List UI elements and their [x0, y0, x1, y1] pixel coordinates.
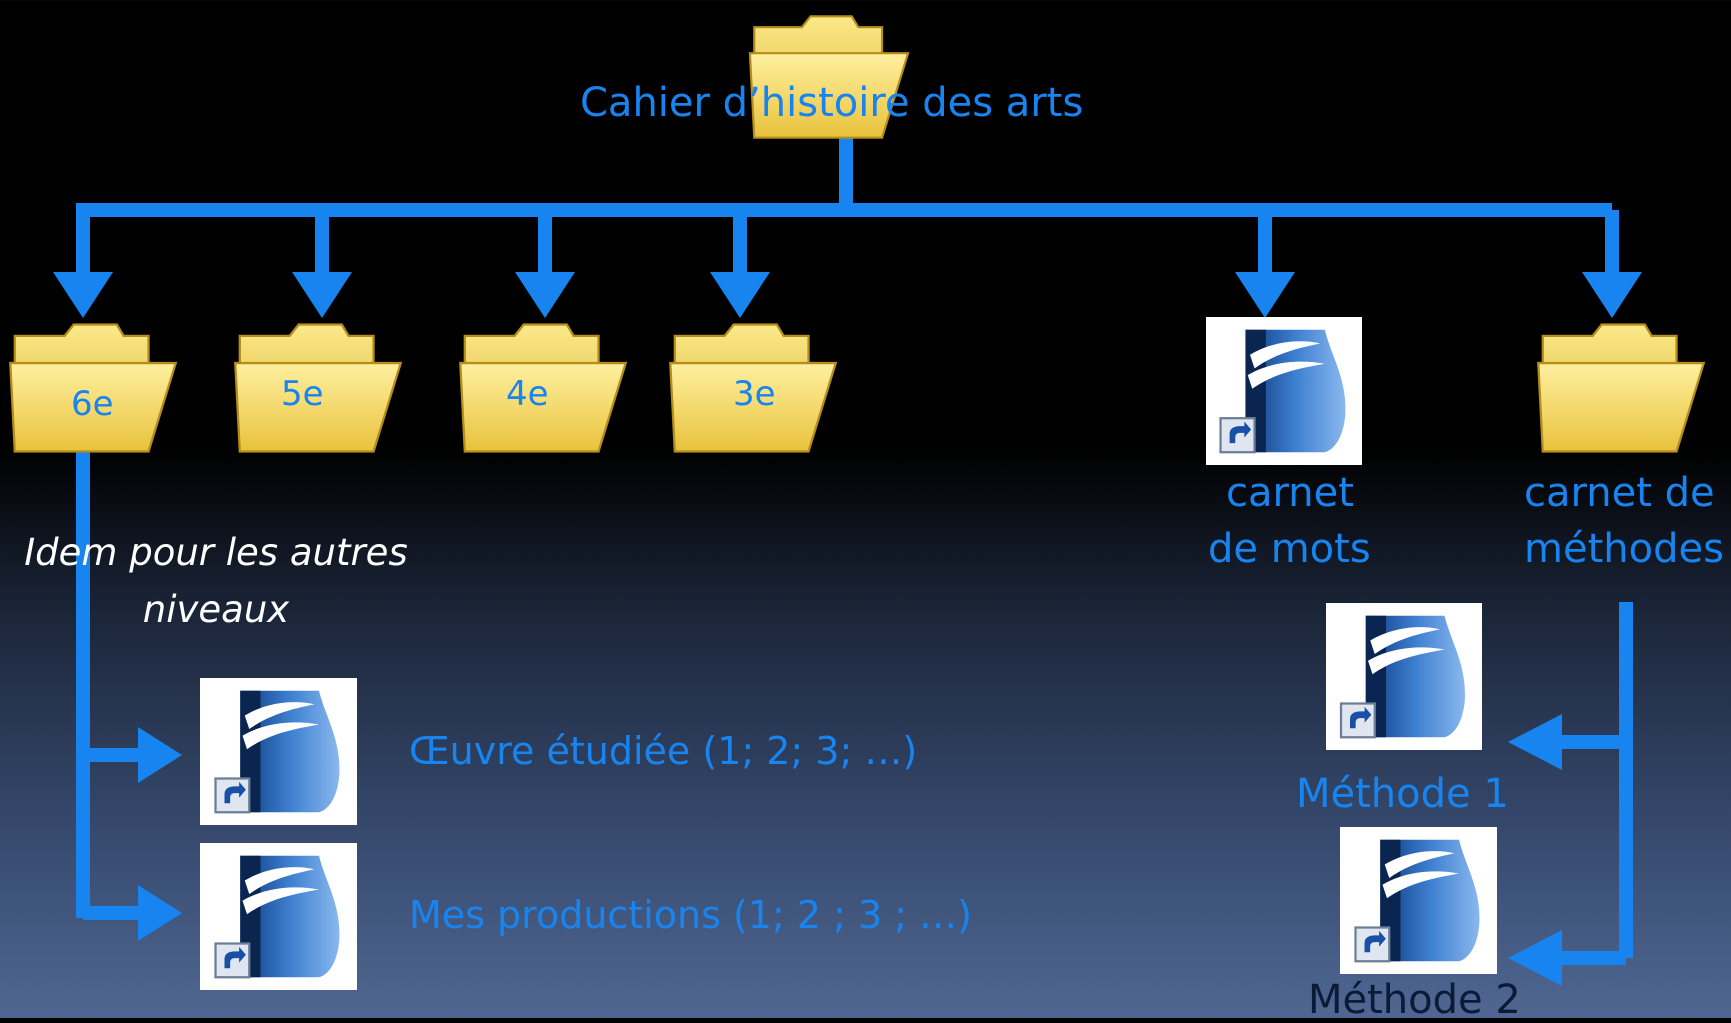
- folder-5e-label: 5e: [281, 374, 324, 414]
- arrow-head-5e: [292, 272, 352, 318]
- note-line-2: niveaux: [142, 588, 290, 631]
- carnet-mots-label-line2: de mots: [1208, 526, 1371, 572]
- note-line-1: Idem pour les autres: [24, 531, 408, 574]
- arrow-head-productions: [138, 885, 182, 941]
- oeuvre-shortcut-icon[interactable]: [200, 678, 357, 825]
- root-folder-label: Cahier d’histoire des arts: [580, 80, 1084, 126]
- folder-4e-label: 4e: [506, 374, 549, 414]
- arrow-head-6e: [53, 272, 113, 318]
- productions-shortcut-icon[interactable]: [200, 843, 357, 990]
- carnet-methodes-label-line1: carnet de: [1524, 470, 1715, 516]
- folder-6e-label: 6e: [71, 384, 114, 424]
- arrow-head-3e: [710, 272, 770, 318]
- methode-2-shortcut-icon[interactable]: [1340, 827, 1497, 974]
- note-text: Idem pour les autres niveaux: [16, 524, 416, 638]
- arrow-head-methode-1: [1508, 714, 1562, 770]
- oeuvre-label: Œuvre étudiée (1; 2; 3; …): [409, 729, 918, 773]
- arrow-head-carnet-mots: [1235, 272, 1295, 318]
- methode-2-label: Méthode 2: [1308, 977, 1521, 1023]
- carnet-methodes-folder-icon[interactable]: [1536, 318, 1706, 458]
- arrow-head-4e: [515, 272, 575, 318]
- carnet-mots-label-line1: carnet: [1226, 470, 1354, 516]
- arrow-head-methode-2: [1508, 930, 1562, 986]
- methode-1-label: Méthode 1: [1296, 771, 1509, 817]
- productions-label: Mes productions (1; 2 ; 3 ; …): [409, 893, 972, 937]
- methode-1-shortcut-icon[interactable]: [1326, 603, 1482, 750]
- carnet-methodes-label-line2: méthodes: [1524, 526, 1724, 572]
- arrow-head-oeuvre: [138, 727, 182, 783]
- arrow-head-carnet-methodes: [1582, 272, 1642, 318]
- carnet-mots-shortcut-icon[interactable]: [1206, 317, 1362, 465]
- folder-3e-label: 3e: [733, 374, 776, 414]
